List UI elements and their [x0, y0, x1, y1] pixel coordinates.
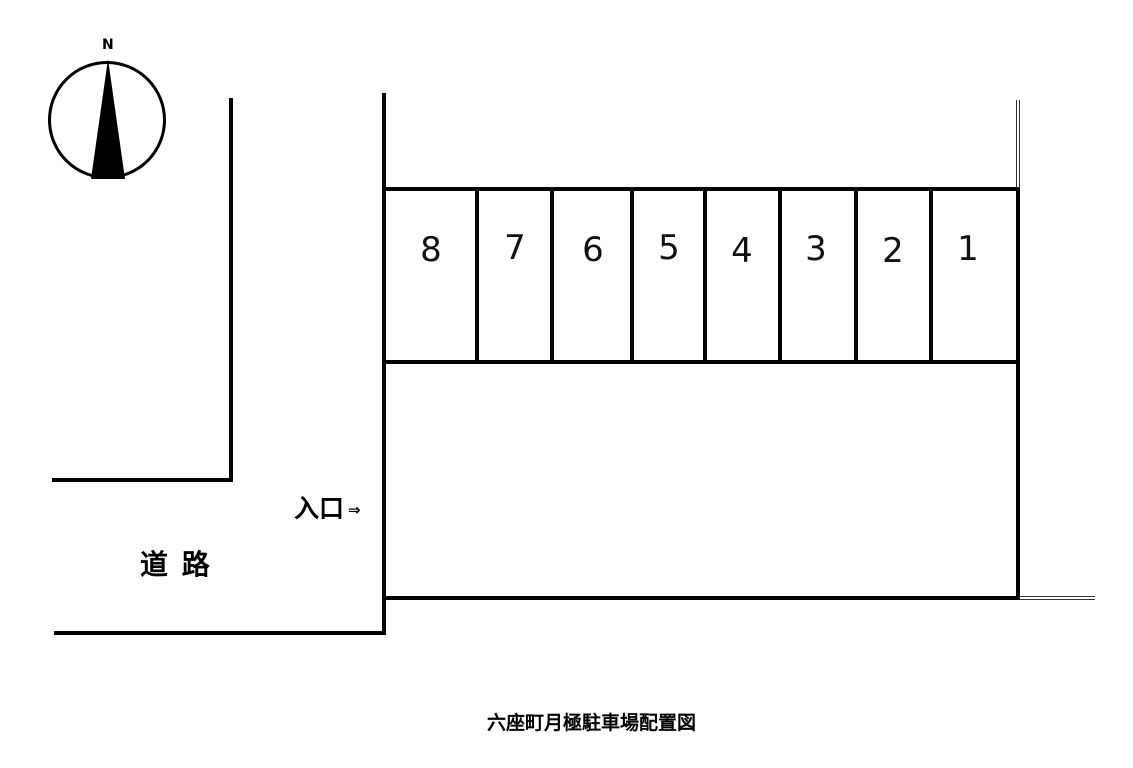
- lot-top-boundary: [382, 187, 1020, 191]
- stall-2[interactable]: 2: [882, 231, 904, 271]
- stall-8[interactable]: 8: [420, 230, 442, 270]
- stall-divider: [550, 187, 554, 364]
- lot-bottom-boundary: [385, 596, 1020, 600]
- stall-divider: [778, 187, 782, 364]
- entrance-arrow-icon: ⇒: [348, 501, 361, 519]
- stall-divider: [703, 187, 707, 364]
- north-label: N: [102, 37, 114, 53]
- stall-divider: [475, 187, 479, 364]
- stall-divider: [854, 187, 858, 364]
- stall-1[interactable]: 1: [957, 229, 979, 269]
- road-edge-horizontal-bottom: [54, 631, 386, 635]
- neighbor-line-horizontal-a: [1020, 596, 1095, 597]
- stall-6[interactable]: 6: [582, 230, 604, 270]
- road-label: 道 路: [140, 548, 212, 581]
- stall-4[interactable]: 4: [731, 231, 753, 271]
- stall-3[interactable]: 3: [805, 229, 827, 269]
- neighbor-line-vertical-a: [1016, 100, 1017, 188]
- road-edge-vertical: [229, 98, 233, 482]
- stall-7[interactable]: 7: [504, 228, 526, 268]
- stall-bottom-line: [382, 360, 1020, 364]
- lot-right-boundary: [1016, 187, 1020, 600]
- lot-left-boundary: [382, 93, 386, 635]
- entrance-label: 入口⇒: [294, 489, 361, 525]
- entrance-text: 入口: [294, 494, 345, 523]
- neighbor-line-horizontal-b: [1020, 599, 1095, 600]
- stall-divider: [630, 187, 634, 364]
- north-arrow-icon: [91, 59, 125, 179]
- road-edge-horizontal-top: [52, 478, 233, 482]
- diagram-caption: 六座町月極駐車場配置図: [487, 712, 697, 734]
- stall-divider: [929, 187, 933, 364]
- stall-5[interactable]: 5: [658, 228, 680, 268]
- neighbor-line-vertical-b: [1019, 100, 1020, 188]
